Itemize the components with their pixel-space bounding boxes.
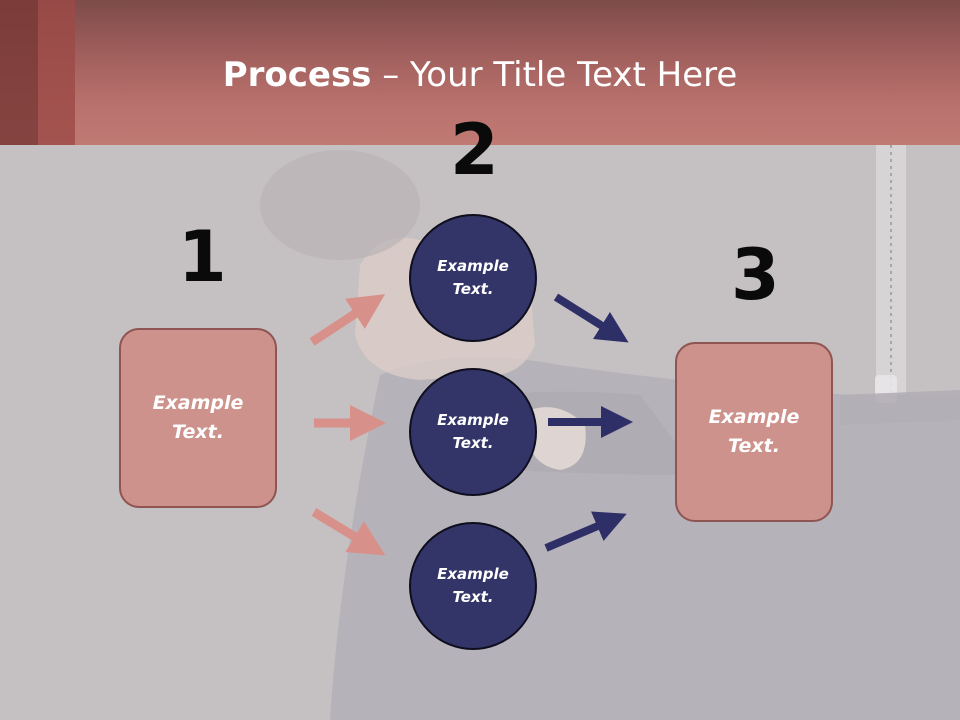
navy-arrow-up	[544, 511, 627, 552]
circle-top-text: Example Text.	[437, 257, 509, 298]
step-2-circle-middle[interactable]: Example Text.	[409, 368, 537, 496]
step-3-box[interactable]: Example Text.	[675, 342, 833, 522]
step-1-box-text: Example Text.	[152, 392, 244, 443]
navy-arrow-down	[553, 293, 629, 343]
pink-arrow-down	[311, 508, 386, 556]
slide-title: Process – Your Title Text Here	[0, 52, 960, 98]
circle-bottom-text: Example Text.	[437, 565, 509, 606]
step-3-box-text: Example Text.	[708, 406, 800, 457]
step-2-circle-top[interactable]: Example Text.	[409, 214, 537, 342]
header-accent-strip	[38, 0, 75, 145]
step-2-circle-bottom[interactable]: Example Text.	[409, 522, 537, 650]
step-number-2: 2	[450, 109, 499, 191]
pink-arrow-up	[309, 294, 386, 346]
step-1-box[interactable]: Example Text.	[119, 328, 277, 508]
header-accent-strip	[0, 0, 38, 145]
header-bar	[0, 0, 960, 145]
title-bold: Process	[222, 55, 372, 95]
step-number-1: 1	[178, 216, 227, 298]
step-number-3: 3	[731, 234, 780, 316]
circle-middle-text: Example Text.	[437, 411, 509, 452]
title-rest: – Your Title Text Here	[371, 55, 738, 95]
